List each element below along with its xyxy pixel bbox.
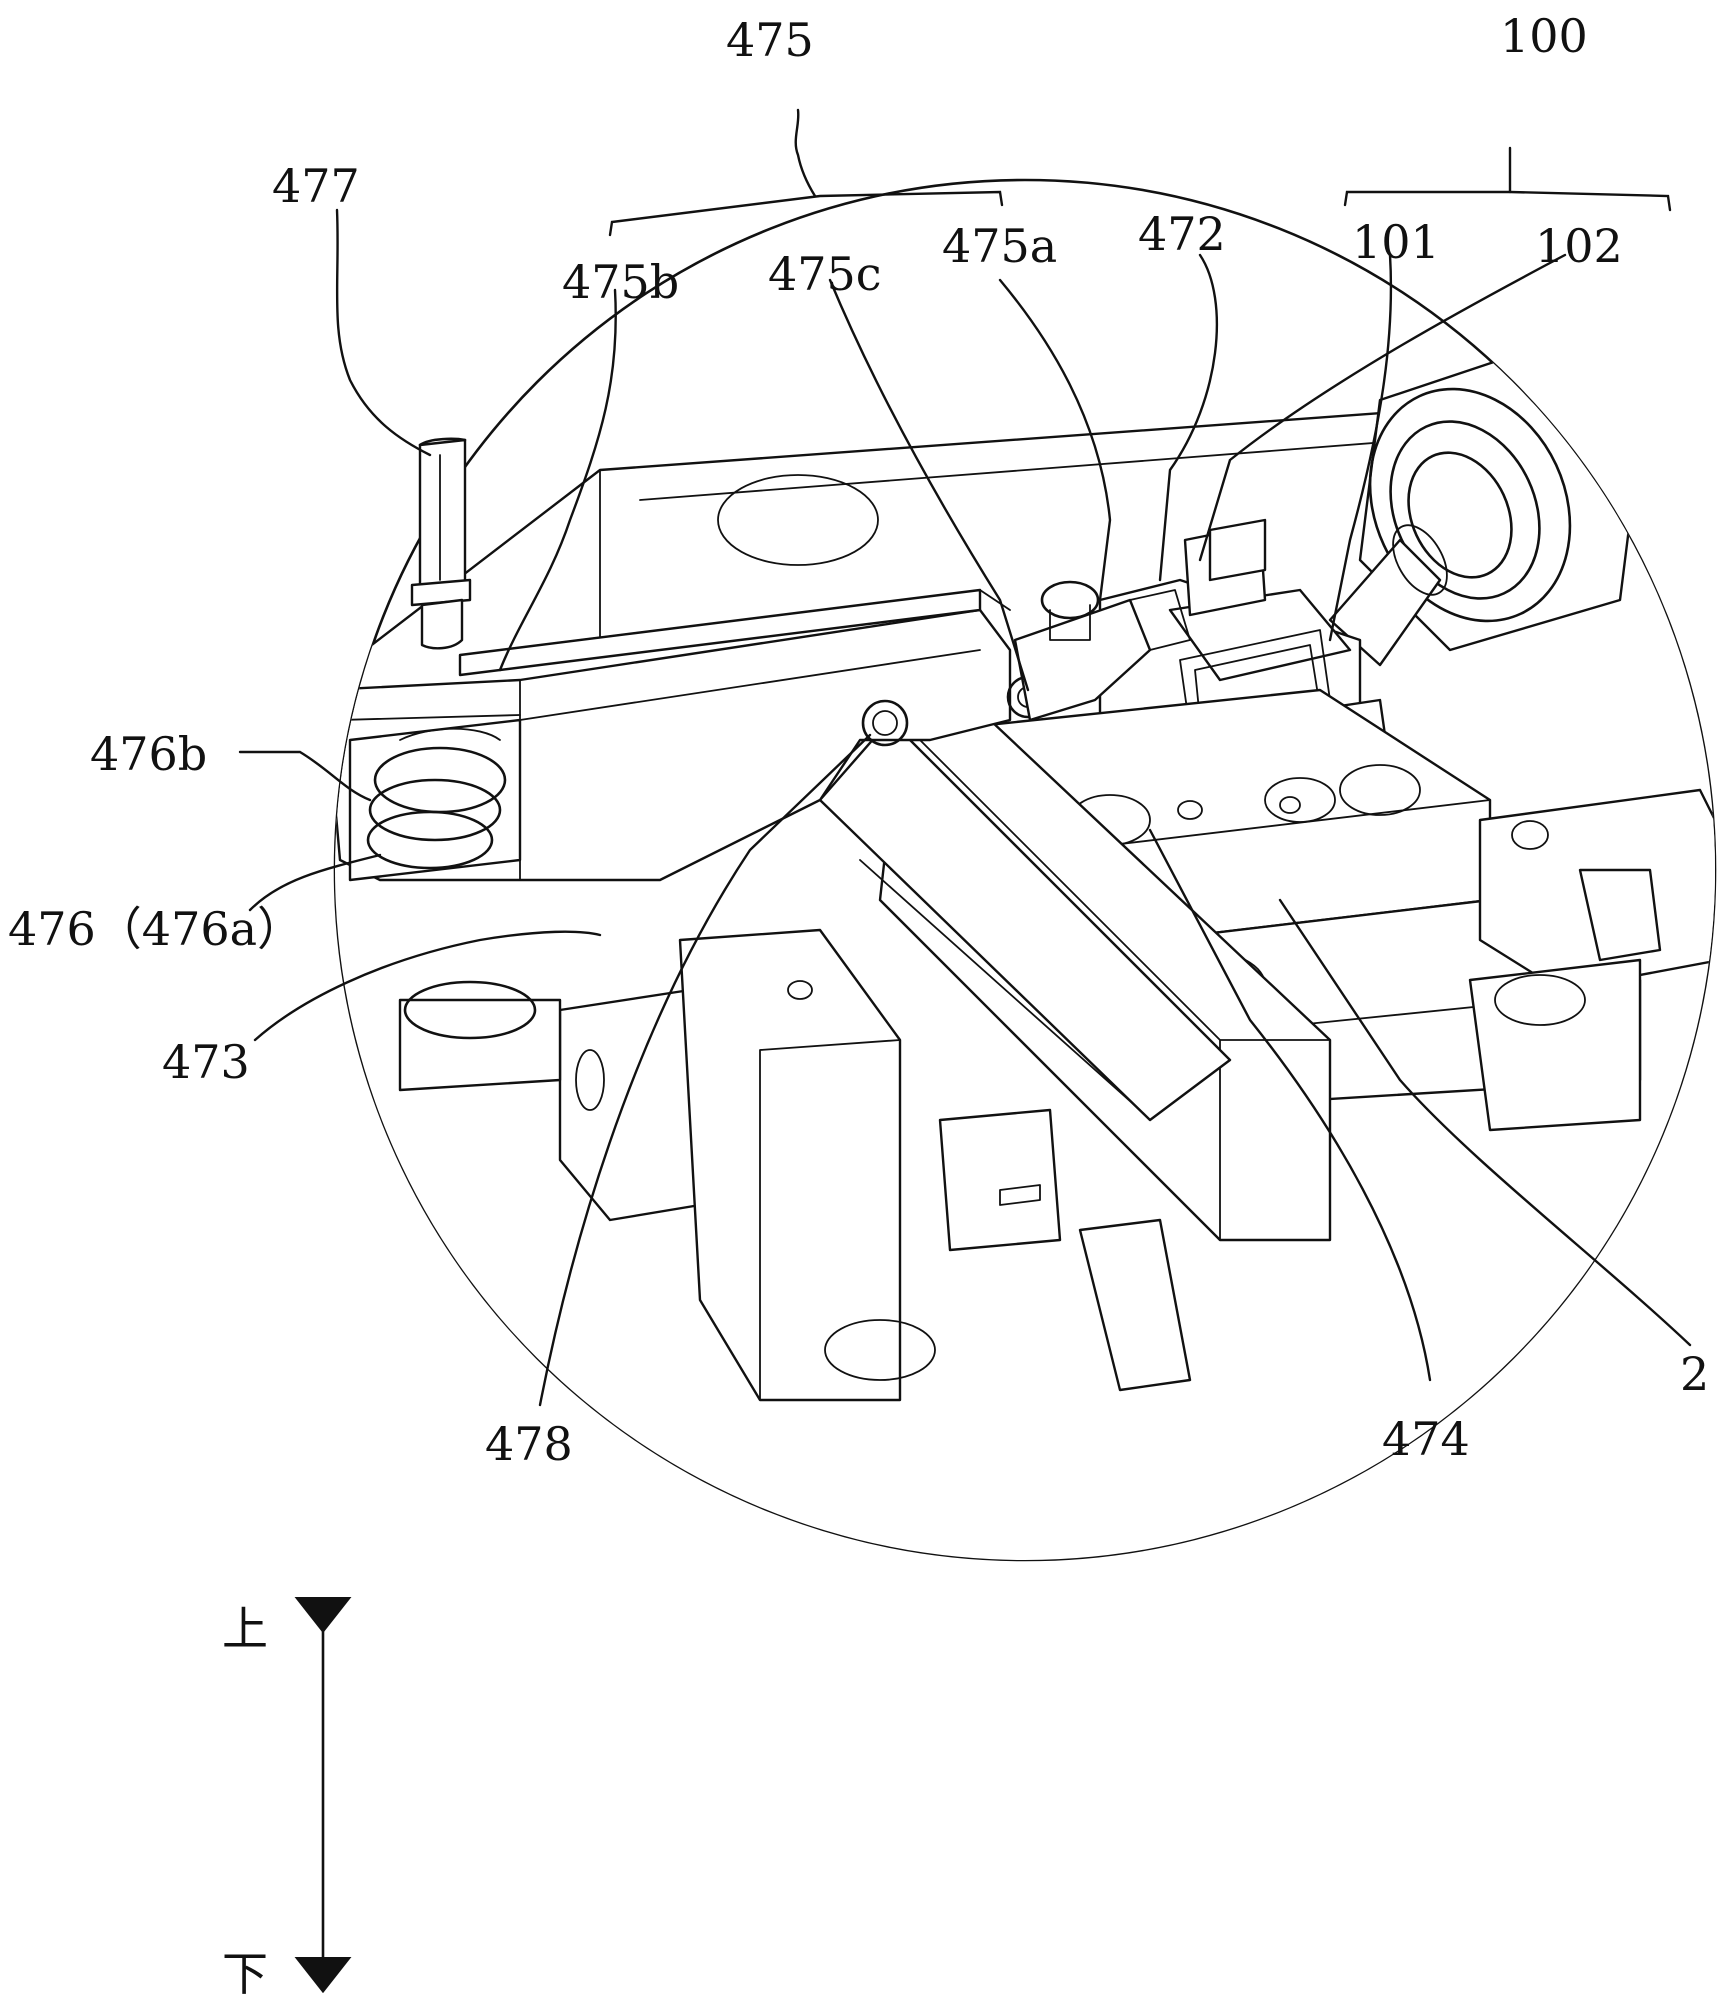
detail-drawing [335,338,1715,1560]
label-475: 475 [726,13,814,67]
label-478: 478 [485,1417,573,1471]
lower-left-block [398,928,1192,1402]
label-475c: 475c [768,247,882,301]
label-475a: 475a [942,219,1057,273]
diagonal-rail [818,718,1332,1242]
label-102: 102 [1535,219,1623,273]
label-down: 下 [222,1947,268,1997]
label-101: 101 [1352,215,1440,269]
spring [348,718,522,882]
label-473: 473 [162,1035,250,1089]
label-476b: 476b [90,727,207,781]
label-475b: 475b [562,255,679,309]
detail-view [333,178,1717,1562]
label-up: 上 [222,1602,268,1656]
leader-lines [238,108,1692,1407]
pivot-block [1013,580,1191,722]
label-477: 477 [272,159,360,213]
label-474: 474 [1382,1412,1470,1466]
label-472: 472 [1138,207,1226,261]
label-100: 100 [1500,9,1588,63]
label-476: 476（476a） [8,902,303,956]
nozzle-477 [410,437,472,650]
direction-indicator: 上 下 [222,1596,352,1997]
label-2: 2 [1680,1347,1709,1401]
callout-labels: 475 100 477 475b 475c 475a 472 101 102 4… [8,9,1709,1471]
